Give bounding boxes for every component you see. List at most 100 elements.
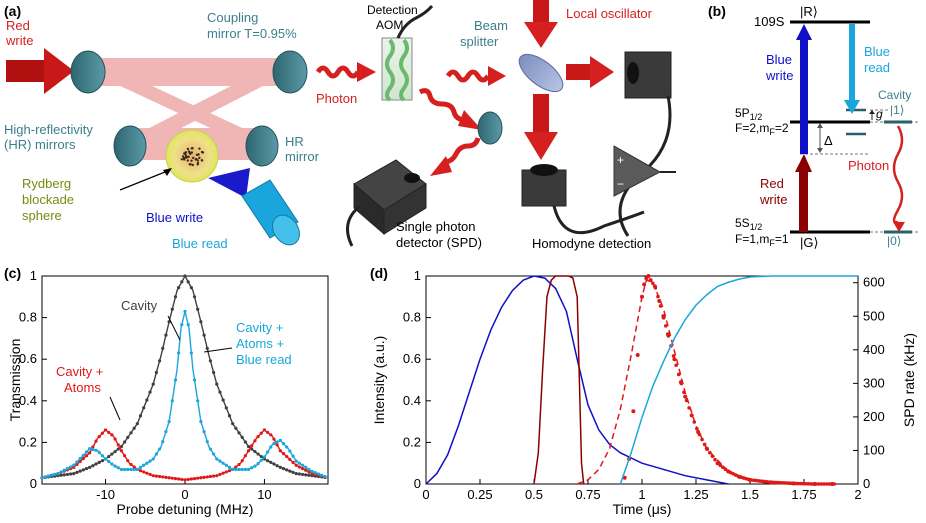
label-ket-g: |G⟩ [800, 235, 819, 250]
spd-count-point [793, 481, 798, 486]
data-point-c [218, 472, 222, 477]
data-point-c [148, 390, 152, 394]
data-point-c [215, 474, 219, 478]
data-point-c [240, 435, 244, 440]
x-tick-label-d: 0 [422, 487, 429, 502]
data-point-c [126, 459, 130, 463]
spd-count-point [803, 481, 808, 486]
spd-count-point [809, 482, 813, 486]
x-tick-label-d: 0.5 [525, 487, 543, 502]
data-point-c [100, 454, 104, 458]
atom-dot [200, 150, 204, 154]
data-point-c [129, 431, 133, 435]
data-point-c [94, 448, 98, 452]
y-tick-label-c: 0.8 [19, 310, 37, 325]
spd-count-point [713, 457, 717, 462]
data-point-c [294, 459, 298, 463]
atom-cloud [180, 147, 205, 167]
data-point-c [177, 477, 181, 481]
spd-count-point [635, 353, 640, 358]
data-point-c [202, 429, 206, 434]
data-point-c [186, 280, 190, 284]
data-point-c [234, 465, 238, 469]
data-point-c [110, 452, 114, 456]
data-point-c [202, 475, 206, 479]
data-point-c [192, 476, 197, 481]
x-tick-label-d: 1.5 [741, 487, 759, 502]
data-point-c [266, 430, 270, 435]
y-tick-label-d: 0.8 [403, 310, 421, 325]
data-point-c [183, 309, 187, 313]
data-point-c [304, 473, 308, 477]
data-point-c [196, 307, 200, 311]
label-ket-0: |0⟩ [887, 234, 901, 248]
beam-diagonal-2 [126, 70, 294, 140]
data-point-c [300, 463, 305, 467]
data-point-c [250, 466, 254, 470]
spd-count-point [832, 482, 837, 486]
y-tick-label-c: 1 [30, 268, 37, 283]
annot-cavity-atoms-1: Cavity + [56, 364, 103, 379]
data-point-c [94, 439, 98, 443]
y-axis-label-c: Transmission [7, 339, 23, 422]
data-point-c [81, 468, 85, 472]
label-109s: 109S [754, 14, 785, 29]
atom-dot [190, 147, 194, 150]
spd-count-point [656, 294, 660, 299]
x-tick-label-c: 0 [181, 487, 188, 502]
data-point-c [100, 459, 104, 463]
data-point-c [237, 431, 241, 435]
spd-count-point [770, 480, 774, 485]
atom-dot [200, 159, 204, 162]
data-point-c [135, 467, 139, 472]
data-point-c [107, 459, 111, 464]
panel-label-d: (d) [370, 265, 388, 281]
data-point-c [49, 473, 54, 477]
data-point-c [129, 462, 133, 467]
label-homodyne: Homodyne detection [532, 236, 651, 251]
data-point-c [205, 475, 209, 479]
data-point-c [148, 459, 152, 463]
atom-dot [184, 153, 187, 156]
photon-wave-spd [430, 137, 481, 176]
data-point-c [103, 457, 108, 461]
data-point-c [266, 450, 270, 454]
spd-count-point [778, 480, 782, 485]
data-point-c [246, 449, 251, 453]
label-spd-2: detector (SPD) [396, 235, 482, 250]
blue-read-lens [241, 179, 300, 246]
data-point-c [173, 476, 178, 481]
label-coupling-mirror-1: Coupling [207, 10, 258, 25]
label-red-write-b-2: write [759, 192, 787, 207]
data-point-c [75, 470, 79, 474]
data-point-c [313, 471, 317, 475]
spd-count-point [651, 281, 655, 286]
differential-amplifier: + − [613, 145, 676, 197]
data-point-c [110, 462, 114, 466]
data-point-c [154, 452, 158, 456]
label-hr-mirror-1: HR [285, 134, 304, 149]
spd-count-point [824, 482, 829, 486]
atom-dot [187, 150, 191, 153]
atom-dot [198, 156, 201, 160]
mirror-hr-left [113, 125, 147, 167]
data-point-c [119, 444, 124, 449]
data-point-c [135, 422, 139, 426]
data-point-c [40, 476, 44, 480]
panel-b: (b) [708, 3, 920, 250]
data-point-c [46, 474, 50, 478]
data-point-c [43, 475, 47, 479]
data-point-c [94, 462, 98, 466]
spd-count-point [671, 354, 676, 358]
atom-dot [183, 156, 186, 160]
spd-count-point [829, 482, 834, 486]
atom-dot [189, 163, 192, 166]
data-point-c [202, 333, 206, 337]
spd-count-point [689, 413, 694, 418]
label-hr-mirror-2: mirror [285, 149, 320, 164]
data-point-c [81, 457, 85, 461]
data-point-c [192, 378, 197, 382]
data-point-c [300, 472, 305, 477]
spd-count-point [801, 481, 805, 486]
